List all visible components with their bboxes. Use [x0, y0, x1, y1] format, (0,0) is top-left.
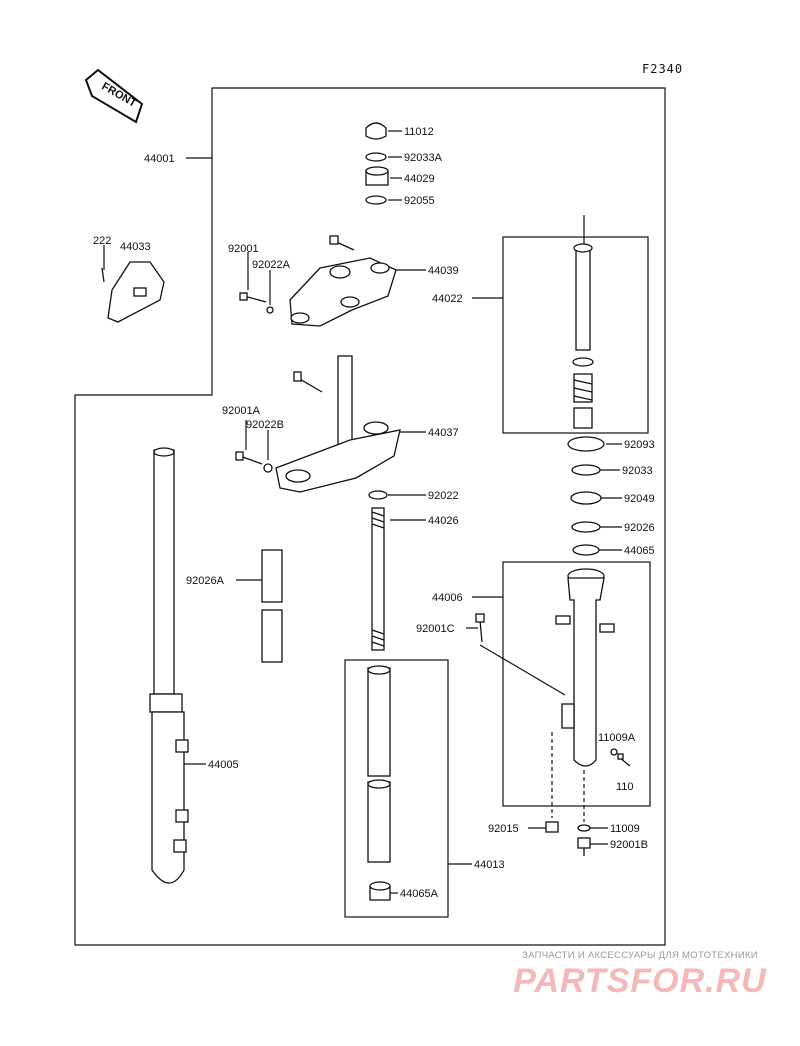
watermark-logo: PARTSFOR.RU — [513, 962, 767, 1000]
label-11009A: 11009A — [598, 732, 636, 744]
part-bushing-44065A — [369, 881, 391, 901]
label-92033A: 92033A — [404, 152, 443, 164]
label-92093: 92093 — [624, 439, 655, 451]
part-bolt-92001-upper — [329, 235, 355, 251]
leader-92001C — [466, 627, 566, 696]
part-bolt-92001C — [475, 613, 485, 643]
detail-box-44022 — [502, 236, 649, 434]
label-110: 110 — [616, 781, 634, 793]
label-92001C: 92001C — [416, 623, 455, 635]
label-44005: 44005 — [208, 759, 239, 771]
part-washer-92022A — [266, 306, 274, 314]
part-bolt-92001 — [239, 292, 267, 303]
label-92022B: 92022B — [246, 419, 284, 431]
label-92026A: 92026A — [186, 575, 225, 587]
front-arrow: FRONT — [84, 68, 144, 124]
label-44065: 44065 — [624, 545, 655, 557]
label-44026: 44026 — [428, 515, 459, 527]
label-44022: 44022 — [432, 293, 463, 305]
part-seal-92049 — [570, 491, 602, 505]
label-92001: 92001 — [228, 243, 259, 255]
part-screw-222 — [101, 267, 105, 283]
label-92022A: 92022A — [252, 259, 291, 271]
diagram-code: F2340 — [642, 62, 683, 76]
part-bolt-stem — [293, 371, 323, 393]
part-seal-92093 — [567, 436, 605, 452]
label-44033: 44033 — [120, 241, 151, 253]
part-tube-44026 — [371, 507, 385, 651]
assembly-boundary — [74, 87, 666, 946]
part-nut-92015 — [545, 821, 559, 833]
part-damper-rod-44022 — [572, 243, 594, 429]
label-11009: 11009 — [610, 823, 640, 835]
label-44006: 44006 — [432, 592, 463, 604]
part-washer-11009A — [610, 748, 618, 756]
part-oring-92033A — [365, 152, 387, 162]
part-cap-11012 — [365, 122, 387, 140]
part-lower-bracket-44037 — [275, 355, 401, 493]
part-oring-92055 — [365, 195, 387, 205]
part-ring-92026 — [571, 521, 601, 533]
label-44029: 44029 — [404, 173, 435, 185]
label-92022: 92022 — [428, 490, 459, 502]
label-44013: 44013 — [474, 859, 505, 871]
part-bolt-92001B — [577, 837, 591, 856]
label-222: 222 — [93, 235, 111, 247]
detail-box-44013 — [344, 659, 449, 918]
label-92001B: 92001B — [610, 839, 648, 851]
part-ring-44065 — [572, 544, 600, 556]
part-fork-44005 — [149, 447, 189, 884]
detail-box-44006 — [502, 561, 651, 807]
part-washer-11009 — [577, 824, 591, 832]
part-nut-44029 — [365, 166, 389, 186]
label-44065A: 44065A — [400, 888, 439, 900]
label-11012: 11012 — [404, 126, 434, 138]
label-92026: 92026 — [624, 522, 655, 534]
label-92055: 92055 — [404, 195, 435, 207]
label-44001: 44001 — [144, 153, 175, 165]
part-inner-tube-44013 — [367, 665, 391, 863]
part-bolt-92001A — [235, 451, 263, 465]
label-92033: 92033 — [622, 465, 653, 477]
part-oring-92022 — [368, 490, 388, 500]
part-ring-92033 — [571, 464, 601, 476]
part-screw-110 — [617, 753, 631, 767]
part-fork-44006 — [555, 568, 615, 767]
part-bracket-44033 — [107, 261, 165, 323]
watermark-tagline: ЗАПЧАСТИ И АКСЕССУАРЫ ДЛЯ МОТОТЕХНИКИ — [522, 950, 758, 961]
label-44039: 44039 — [428, 265, 459, 277]
label-92049: 92049 — [624, 493, 655, 505]
part-washer-92022B — [263, 463, 273, 473]
part-bushings-92026A — [261, 549, 283, 663]
label-92015: 92015 — [488, 823, 519, 835]
label-44037: 44037 — [428, 427, 459, 439]
part-upper-bracket-44039 — [289, 257, 397, 327]
part-ring-44022 — [572, 357, 594, 367]
label-92001A: 92001A — [222, 405, 261, 417]
